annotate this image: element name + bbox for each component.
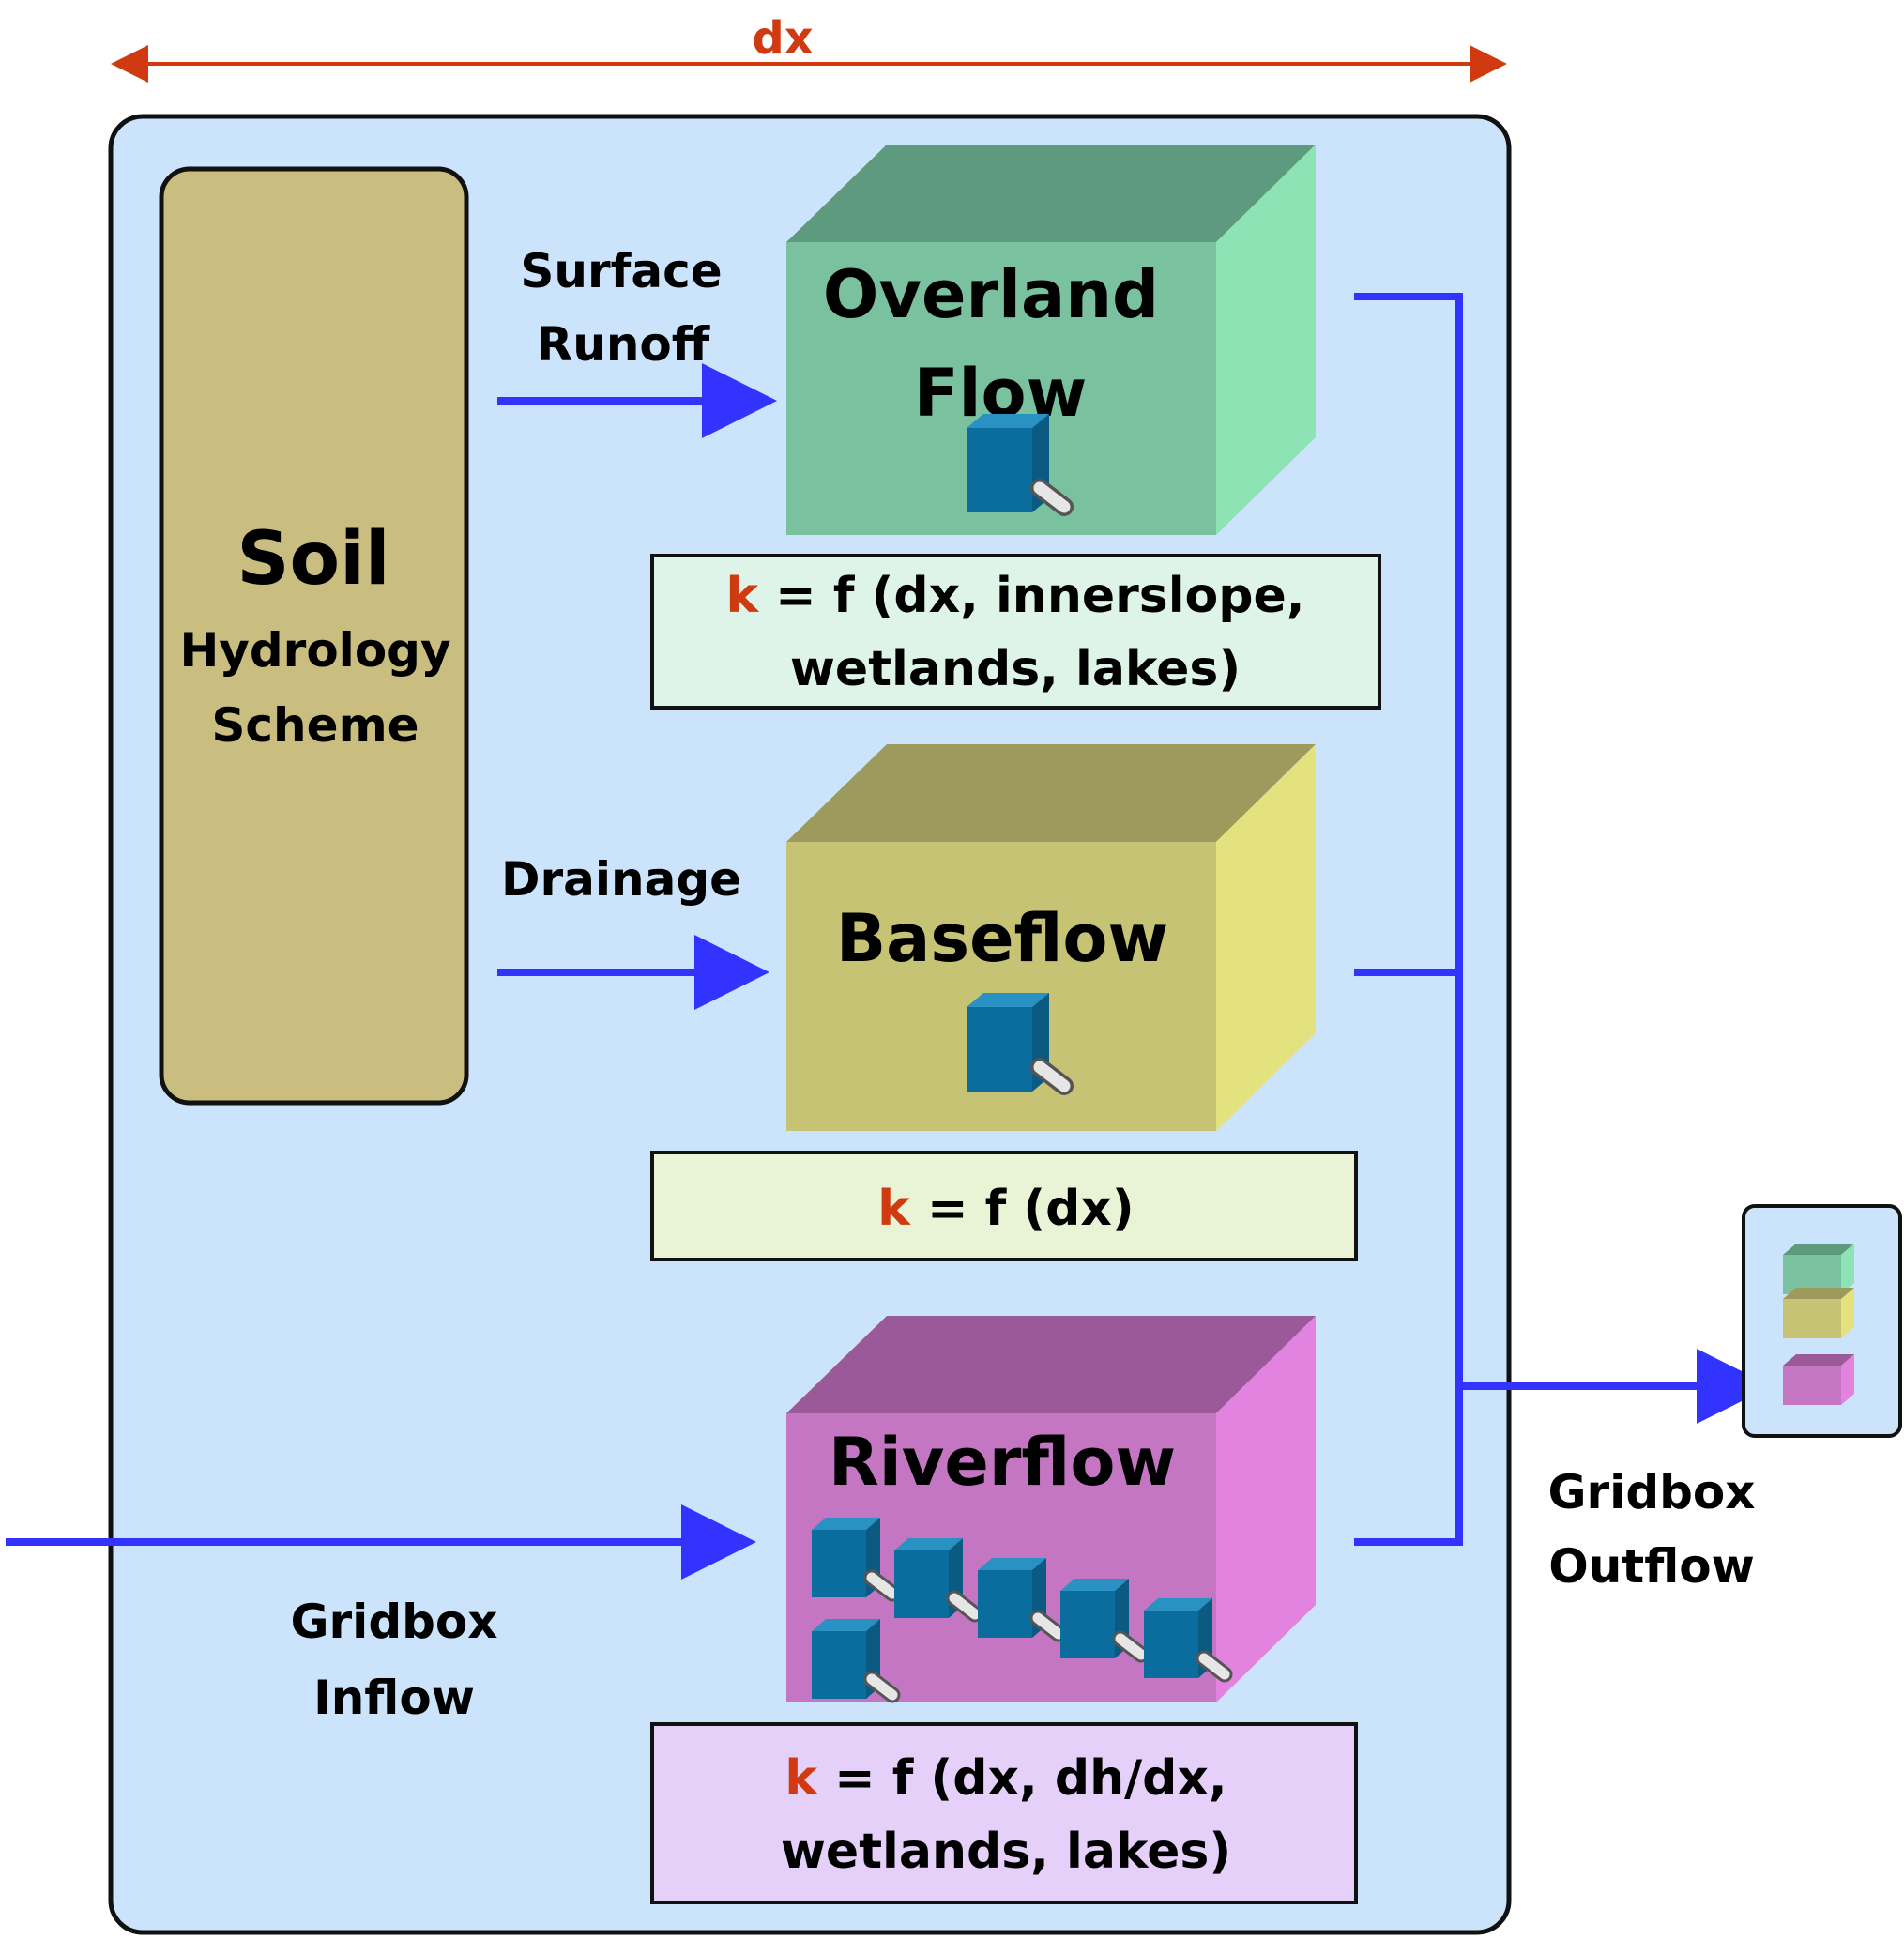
riverflow-side-face (1216, 1316, 1316, 1702)
riverflow-storage-icon (812, 1619, 901, 1703)
outflow-collector-line (1354, 293, 1463, 1546)
soil-line1: Hydrology (179, 623, 450, 678)
overland-k-symbol: k (725, 568, 759, 624)
baseflow-k-symbol: k (877, 1181, 911, 1237)
gridbox-inflow-line2: Inflow (313, 1671, 475, 1725)
riverflow-storage-icon (1144, 1598, 1233, 1683)
baseflow-side-face (1216, 744, 1316, 1131)
overland-title-line1: Overland (823, 256, 1159, 333)
overland-formula-box (650, 554, 1381, 710)
gridbox-inflow-line1: Gridbox (290, 1595, 497, 1649)
surface-runoff-line1: Surface (520, 244, 722, 298)
drainage-label: Drainage (501, 852, 741, 907)
riverflow-title: Riverflow (829, 1424, 1176, 1501)
baseflow-title: Baseflow (836, 900, 1168, 977)
soil-box (159, 166, 469, 1106)
baseflow-formula-line1: k = f (dx) (877, 1181, 1134, 1237)
overland-formula-line1: k = f (dx, innerslope, (725, 568, 1304, 624)
surface-runoff-line2: Runoff (537, 317, 710, 372)
baseflow-formula-text: = f (dx) (910, 1181, 1135, 1237)
riverflow-storage-icon (894, 1538, 983, 1623)
riverflow-k-symbol: k (784, 1750, 818, 1807)
overland-formula-line2: wetlands, lakes) (790, 641, 1241, 697)
baseflow-storage-icon (967, 993, 1074, 1095)
riverflow-formula-box (650, 1722, 1358, 1904)
riverflow-storage-icon (978, 1558, 1067, 1642)
riverflow-formula-line1: k = f (dx, dh/dx, (784, 1750, 1226, 1807)
gridbox-outflow-line1: Gridbox (1547, 1465, 1755, 1519)
soil-line2: Scheme (211, 698, 419, 753)
riverflow-storage-icon (812, 1518, 901, 1602)
downstream-gridbox-icon (1742, 1204, 1902, 1438)
riverflow-storage-icon (1060, 1579, 1150, 1663)
overland-storage-icon (967, 414, 1074, 516)
overland-formula-text: = f (dx, innerslope, (758, 568, 1304, 624)
soil-title: Soil (236, 517, 389, 602)
gridbox-outflow-line2: Outflow (1548, 1539, 1755, 1594)
riverflow-formula-text: = f (dx, dh/dx, (817, 1750, 1227, 1807)
baseflow-top-face (786, 744, 1316, 842)
overland-top-face (786, 145, 1316, 242)
riverflow-formula-line2: wetlands, lakes) (781, 1824, 1231, 1880)
overland-flow-reservoir: Overland Flow (786, 145, 1316, 535)
riverflow-top-face (786, 1316, 1316, 1413)
dx-label: dx (752, 12, 813, 65)
overland-side-face (1216, 145, 1316, 535)
baseflow-formula-box (650, 1151, 1358, 1261)
